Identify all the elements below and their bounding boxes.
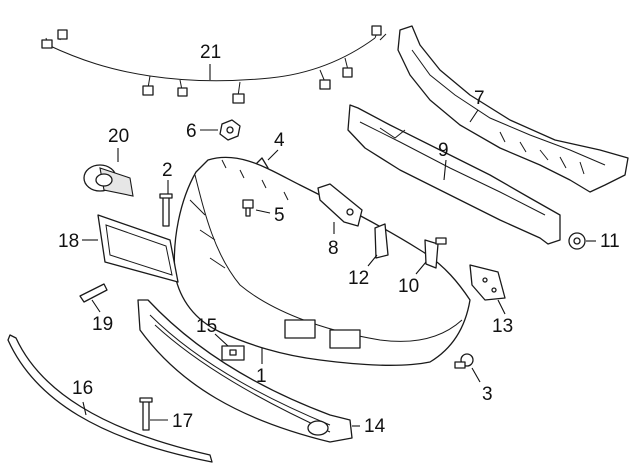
callout-6: 6 [186,121,197,142]
part-bolt-10 [424,237,447,269]
part-nut-6 [219,119,241,141]
part-lower-grille [137,299,353,443]
part-license-bracket [97,214,179,283]
part-clip-15 [221,345,245,361]
callout-4: 4 [274,130,285,151]
callout-13: 13 [492,316,513,337]
callout-1: 1 [256,366,267,387]
callout-15: 15 [196,316,217,337]
callout-11: 11 [600,231,620,252]
part-energy-absorber [397,25,629,193]
callout-20: 20 [108,126,129,147]
part-sensor [83,164,134,197]
callout-9: 9 [438,140,449,161]
callout-19: 19 [92,314,113,335]
callout-18: 18 [58,231,79,252]
callout-10: 10 [398,276,419,297]
callout-5: 5 [274,205,285,226]
part-fastener-3 [454,353,474,369]
callout-17: 17 [172,411,193,432]
part-bracket-12 [374,223,389,259]
part-molding-strip [7,334,213,463]
callout-3: 3 [482,384,493,405]
part-pin-19 [79,283,108,303]
part-pin-17 [139,397,153,431]
callout-7: 7 [474,88,485,109]
part-bolt-5 [242,199,254,217]
part-bracket-8 [317,183,363,227]
callout-8: 8 [328,238,339,259]
callout-2: 2 [162,160,173,181]
part-bracket-13 [469,264,506,301]
leader-lines [82,64,596,427]
part-nut-11 [568,232,586,250]
callout-14: 14 [364,416,386,437]
callout-12: 12 [348,268,369,289]
part-wiring-harness [41,25,387,104]
callout-16: 16 [72,378,93,399]
part-impact-bar [347,104,561,245]
callout-21: 21 [200,42,221,63]
part-clip-2 [159,193,173,227]
callout-labels: 21 6 20 2 4 5 8 7 9 10 11 12 13 14 15 1 … [58,42,620,437]
